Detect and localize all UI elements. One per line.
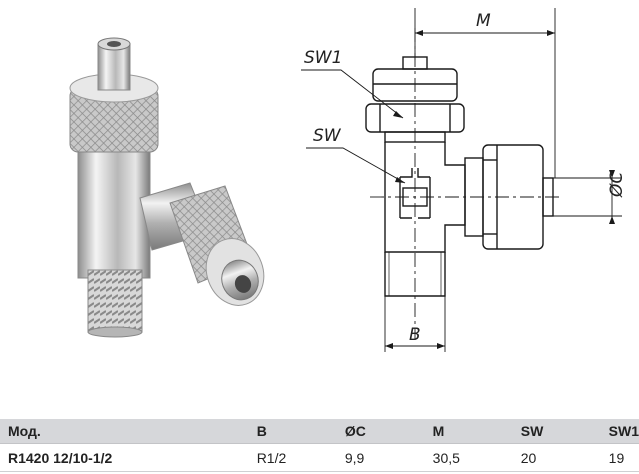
header-sw: SW <box>512 419 601 444</box>
cell-model: R1420 12/10-1/2 <box>0 443 249 472</box>
header-m: M <box>424 419 513 444</box>
header-sw1: SW1 <box>600 419 639 444</box>
technical-drawing: M SW1 SW ØC B <box>301 8 627 352</box>
spec-table: Мод. B ØC M SW SW1 R1420 12/10-1/2 R1/2 … <box>0 419 639 472</box>
bottom-thread <box>384 252 446 297</box>
header-c: ØC <box>336 419 425 444</box>
side-tube <box>542 177 554 217</box>
cell-sw: 20 <box>512 443 601 472</box>
label-c: ØC <box>607 172 627 198</box>
label-b: B <box>409 325 421 345</box>
body <box>384 142 466 253</box>
table-row: R1420 12/10-1/2 R1/2 9,9 30,5 20 19 <box>0 443 639 472</box>
label-sw: SW <box>313 126 342 146</box>
label-sw1: SW1 <box>304 48 342 68</box>
sw-flats <box>399 168 431 219</box>
cell-c: 9,9 <box>336 443 425 472</box>
header-model: Мод. <box>0 419 249 444</box>
top-nut <box>372 68 458 102</box>
label-m: M <box>476 11 491 31</box>
cell-m: 30,5 <box>424 443 513 472</box>
table-header-row: Мод. B ØC M SW SW1 <box>0 419 639 444</box>
cell-b: R1/2 <box>248 443 337 472</box>
header-b: B <box>248 419 337 444</box>
cell-sw1: 19 <box>600 443 639 472</box>
product-photo <box>69 37 265 338</box>
